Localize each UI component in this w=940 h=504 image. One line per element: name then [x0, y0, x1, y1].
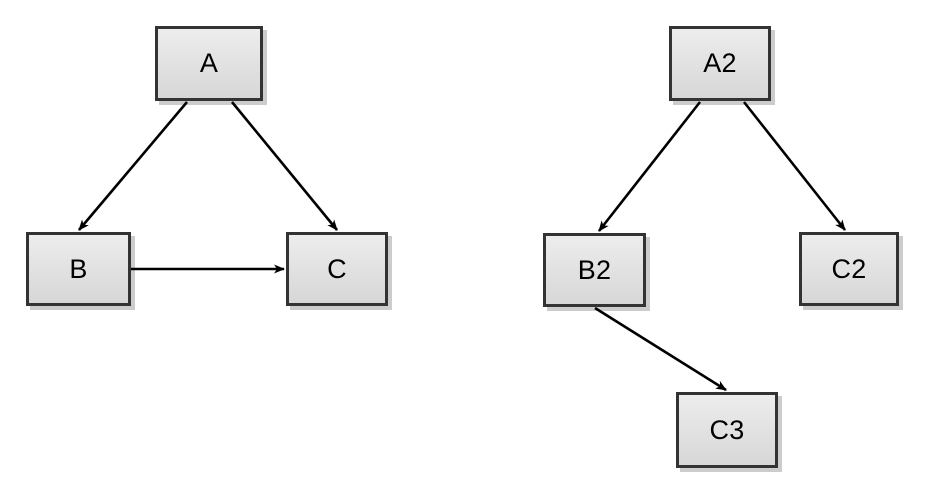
node-b2-label: B2: [577, 254, 612, 285]
node-c3[interactable]: C3: [676, 392, 778, 468]
node-a2-label: A2: [703, 48, 737, 78]
edge-a-b: [78, 101, 188, 231]
node-a2[interactable]: A2: [669, 26, 771, 101]
node-c3-label: C3: [709, 414, 745, 445]
node-b-label: B: [69, 253, 88, 284]
node-c2-label: C2: [831, 253, 867, 284]
node-c2[interactable]: C2: [799, 232, 899, 306]
node-c[interactable]: C: [286, 232, 388, 306]
node-b[interactable]: B: [26, 232, 131, 306]
node-c-label: C: [327, 253, 347, 284]
node-a[interactable]: A: [155, 26, 263, 101]
edge-a2-c2: [742, 101, 847, 231]
edge-b2-c3: [594, 306, 727, 392]
edge-a-c: [230, 101, 339, 231]
node-b2[interactable]: B2: [543, 233, 646, 307]
edge-a2-b2: [597, 101, 702, 232]
node-a-label: A: [199, 48, 219, 78]
